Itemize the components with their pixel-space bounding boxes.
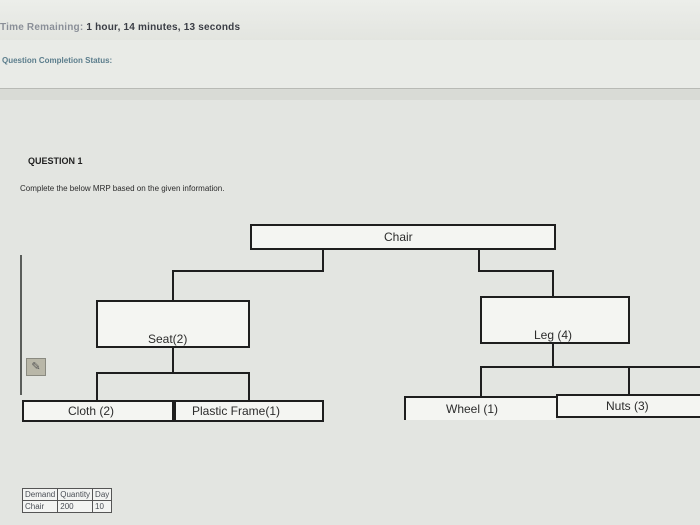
node-plastic-frame: Plastic Frame(1): [174, 400, 324, 422]
timer-text: Time Remaining: 1 hour, 14 minutes, 13 s…: [0, 22, 240, 33]
connector: [552, 344, 554, 368]
connector: [480, 366, 482, 396]
node-seat: Seat(2): [96, 300, 250, 348]
question-title: QUESTION 1: [28, 156, 83, 166]
node-leg-label: Leg (4): [534, 328, 573, 342]
timer-label: Time Remaining:: [0, 22, 84, 33]
connector: [172, 270, 324, 272]
table-cell: 200: [57, 500, 94, 513]
node-chair-label: Chair: [384, 230, 413, 244]
node-nuts-label: Nuts (3): [606, 399, 649, 413]
completion-status-label: Question Completion Status:: [2, 56, 113, 65]
node-leg: Leg (4): [480, 296, 630, 344]
node-wheel: Wheel (1): [404, 396, 556, 420]
left-divider: [20, 255, 22, 395]
node-nuts: Nuts (3): [556, 394, 700, 418]
connector: [480, 366, 700, 368]
top-bar: Time Remaining: 1 hour, 14 minutes, 13 s…: [0, 0, 700, 41]
status-bar: Question Completion Status:: [0, 40, 700, 89]
node-cloth-label: Cloth (2): [68, 404, 115, 418]
timer-value: 1 hour, 14 minutes, 13 seconds: [86, 22, 241, 33]
connector: [172, 348, 174, 372]
table-header-cell: Day: [92, 488, 113, 501]
node-seat-label: Seat(2): [148, 332, 188, 346]
table-header-cell: Quantity: [57, 488, 94, 501]
node-cloth: Cloth (2): [22, 400, 174, 422]
table-header-row: Demand Quantity Day: [21, 488, 113, 501]
connector: [478, 250, 480, 272]
connector: [172, 270, 174, 300]
table-cell: 10: [92, 500, 113, 513]
edit-icon[interactable]: ✎: [26, 358, 46, 376]
connector: [322, 250, 324, 272]
connector: [628, 366, 630, 396]
question-instruction: Complete the below MRP based on the give…: [20, 184, 225, 193]
node-chair: Chair: [250, 224, 556, 250]
seat-children-bracket: [96, 372, 250, 402]
connector: [552, 270, 554, 296]
demand-table: Demand Quantity Day Chair 200 10: [21, 488, 113, 513]
table-cell: Chair: [21, 500, 59, 513]
table-row: Chair 200 10: [21, 500, 113, 513]
table-header-cell: Demand: [21, 488, 59, 501]
node-wheel-label: Wheel (1): [446, 402, 499, 416]
connector: [478, 270, 554, 272]
node-plastic-frame-label: Plastic Frame(1): [192, 404, 281, 418]
